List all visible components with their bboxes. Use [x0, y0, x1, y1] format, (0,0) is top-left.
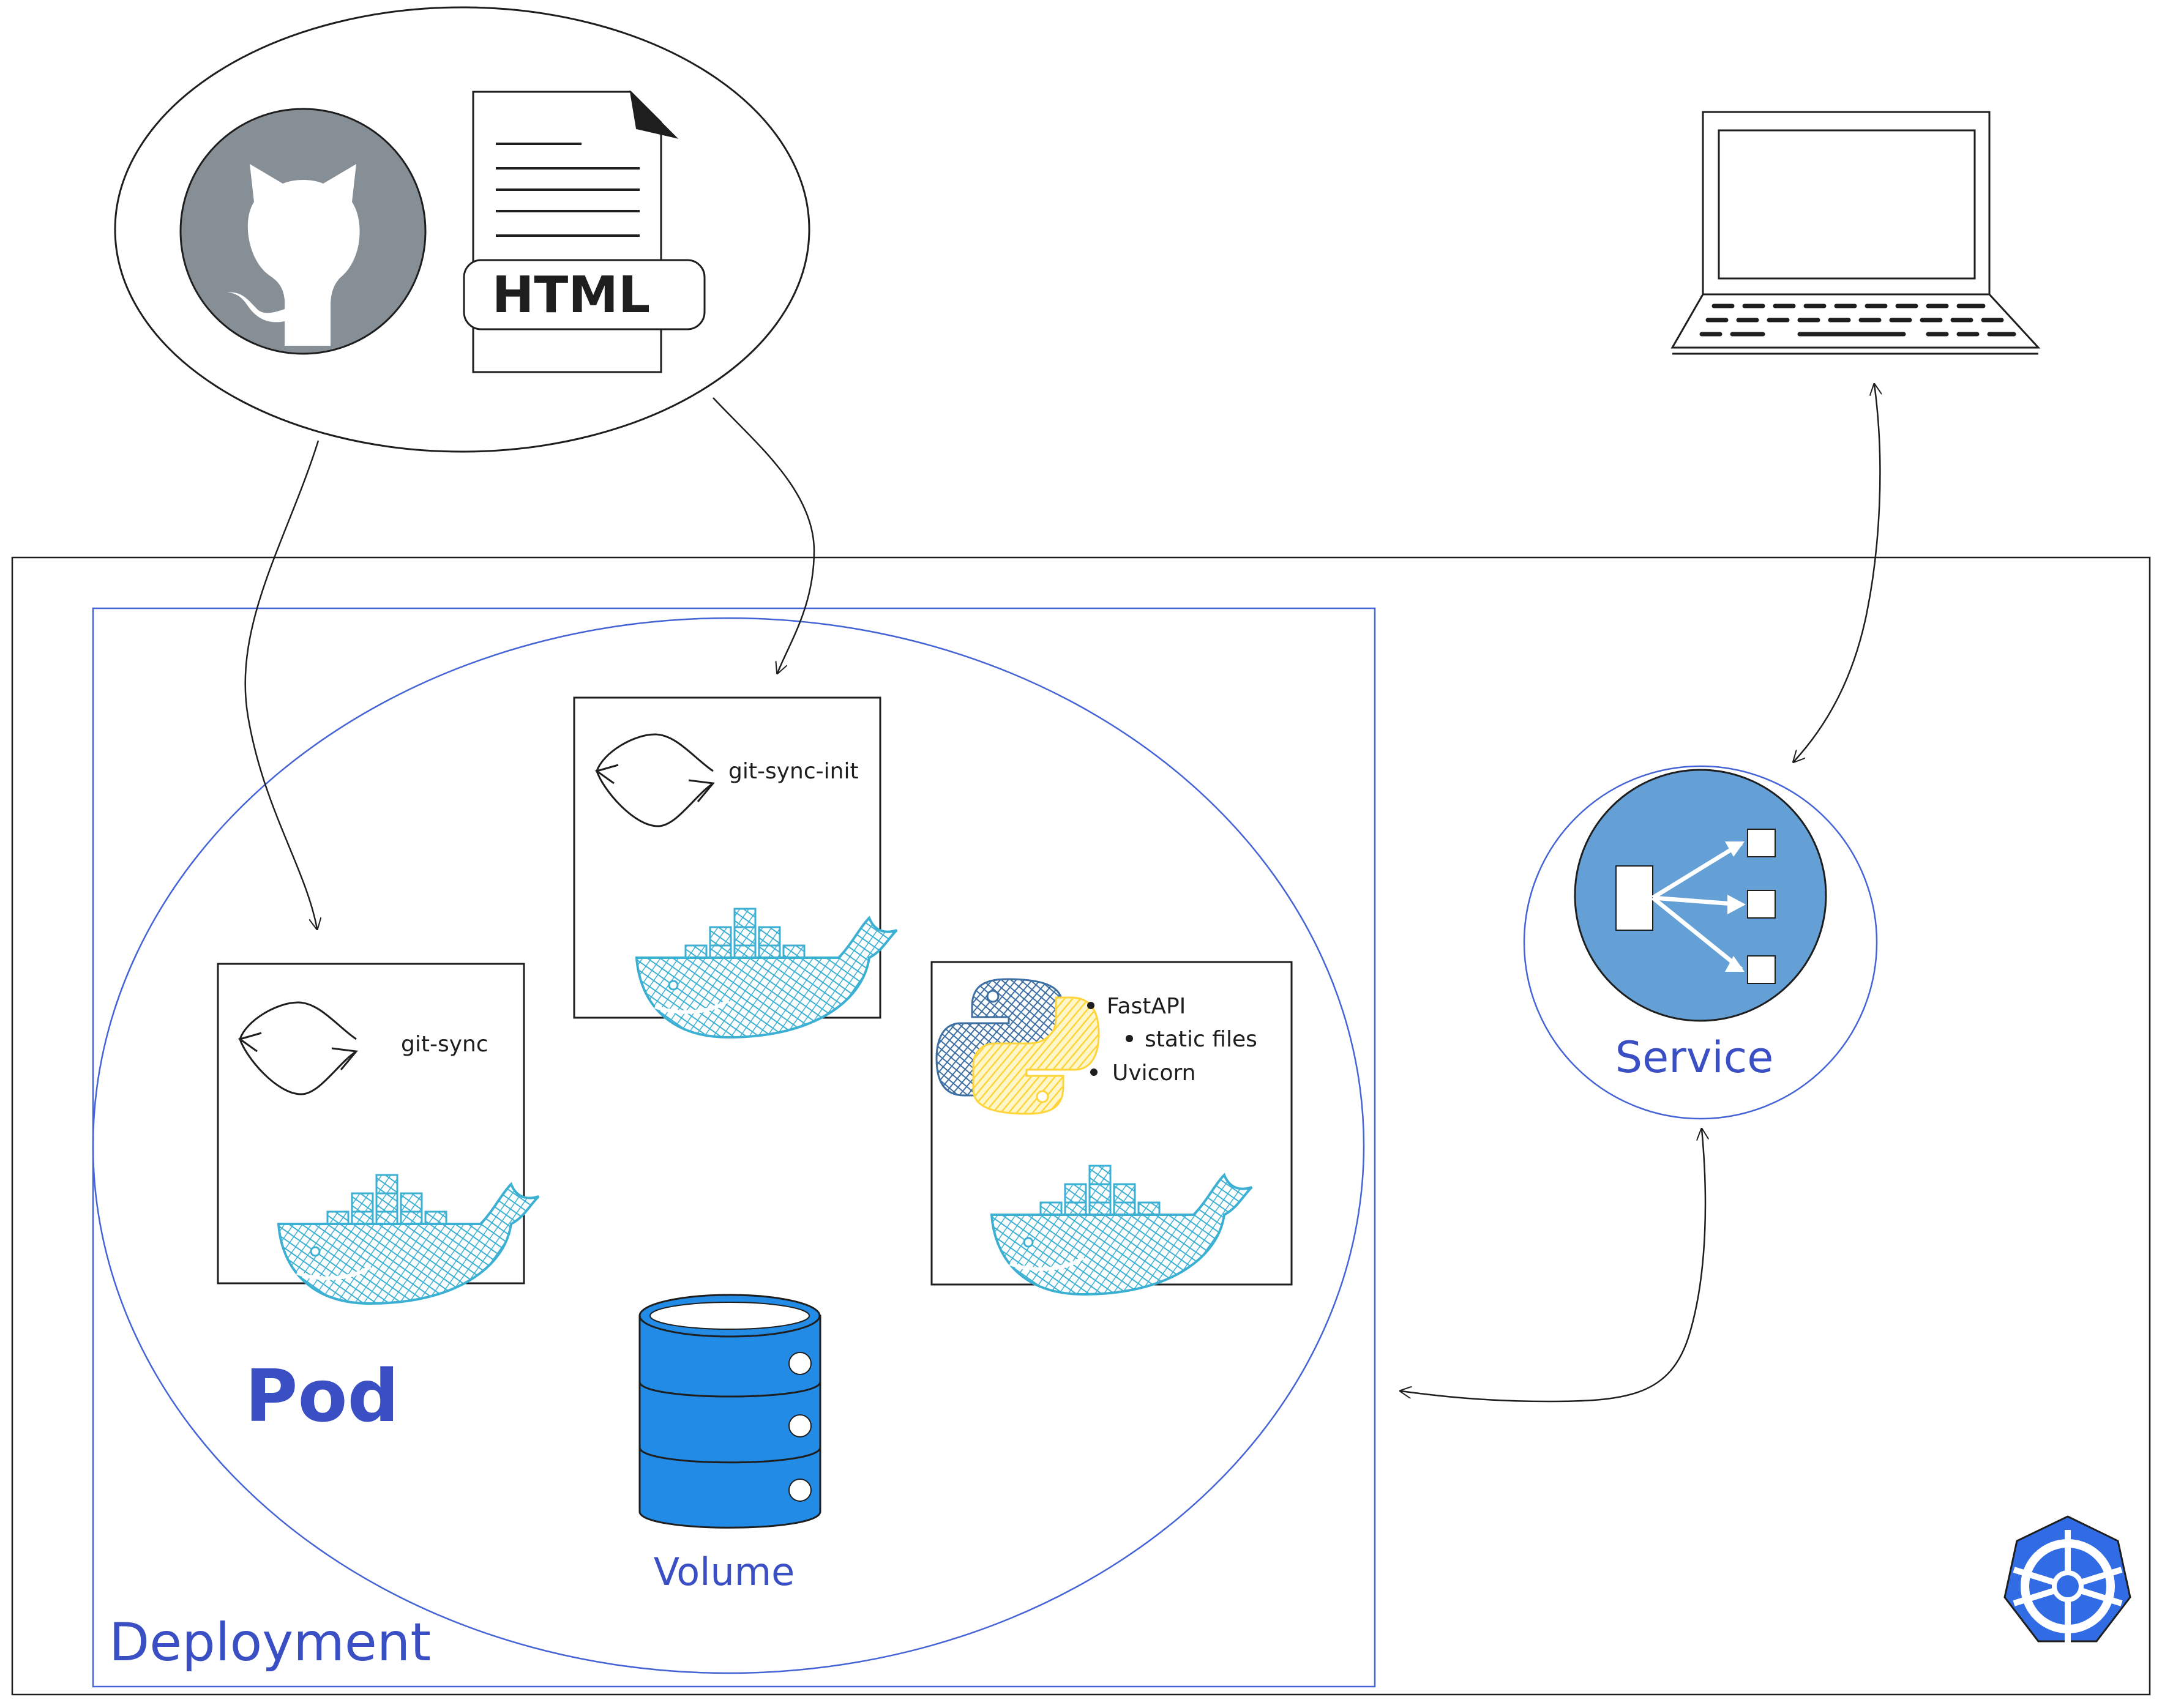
python-logo-icon — [935, 978, 1100, 1115]
static-files-label: static files — [1145, 1027, 1257, 1052]
kubernetes-helm-icon — [2003, 1515, 2131, 1643]
uvicorn-label: Uvicorn — [1112, 1061, 1195, 1086]
source-ellipse — [114, 6, 810, 453]
arrow-service-deployment — [1401, 1129, 1705, 1403]
pod: Pod — [92, 617, 1365, 1674]
deployment-label: Deployment — [109, 1612, 431, 1673]
html-badge-label: HTML — [492, 266, 650, 324]
laptop-icon — [1670, 111, 2041, 355]
git-sync-label: git-sync — [401, 1032, 488, 1057]
volume-label: Volume — [654, 1550, 795, 1594]
arrow-laptop-service — [1794, 384, 1880, 762]
pod-label: Pod — [245, 1354, 399, 1438]
html-badge — [463, 259, 706, 330]
cluster-frame — [11, 556, 2151, 1696]
pod-ellipse — [92, 617, 1365, 1674]
service: Service — [1523, 765, 1878, 1120]
arrow-github-to-git-sync — [244, 440, 318, 929]
git-sync-container: git-sync — [217, 963, 539, 1303]
github-icon — [179, 108, 427, 355]
git-sync-init-label: git-sync-init — [728, 759, 859, 784]
arrow-html-to-git-sync-init — [713, 397, 815, 673]
html-document-icon: HTML — [463, 90, 706, 373]
source-group: HTML — [114, 6, 810, 453]
service-label: Service — [1615, 1032, 1774, 1083]
service-ring — [1523, 765, 1878, 1120]
service-load-balancer-icon — [1574, 769, 1827, 1022]
git-sync-init-container: git-sync-init — [573, 696, 897, 1037]
deployment: Deployment — [92, 607, 1376, 1688]
connectors — [244, 384, 1880, 1403]
database-volume-icon — [638, 1294, 821, 1529]
app-container: FastAPI static files Uvicorn — [930, 961, 1293, 1294]
fastapi-label: FastAPI — [1107, 994, 1186, 1019]
